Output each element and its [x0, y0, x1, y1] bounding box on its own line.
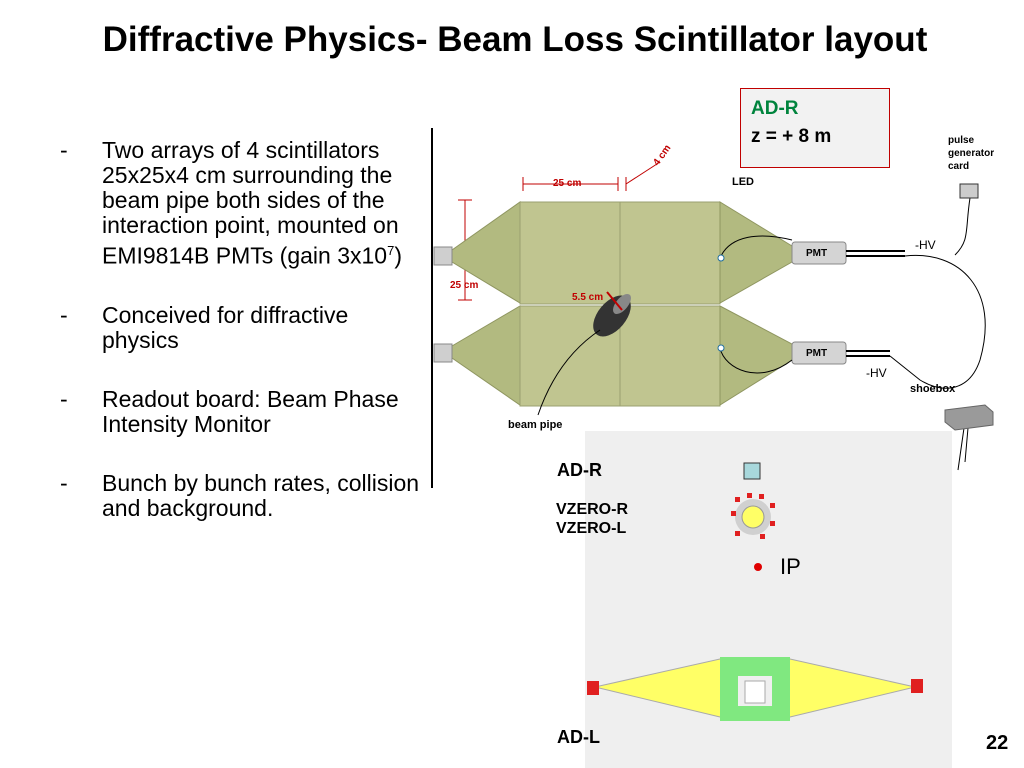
pulse-generator-card	[959, 183, 979, 199]
vzero-r-label: VZERO-R	[556, 501, 628, 518]
pmt-left-bottom	[433, 343, 453, 363]
ip-label: IP	[780, 554, 801, 579]
bullet-item: - Readout board: Beam Phase Intensity Mo…	[60, 385, 420, 437]
bullet-dash: -	[60, 385, 68, 412]
ad-r-position: z = + 8 m	[751, 126, 832, 147]
shoebox-cable	[957, 427, 969, 471]
pmt-bottom-right	[791, 341, 847, 365]
divider-line	[431, 128, 433, 488]
led-connector	[717, 344, 725, 352]
pmt-label: PMT	[806, 348, 828, 359]
slide-title: Diffractive Physics- Beam Loss Scintilla…	[102, 20, 928, 59]
bullet-item: - Bunch by bunch rates, collision and ba…	[60, 469, 420, 521]
bullet-item: - Two arrays of 4 scintillators 25x25x4 …	[60, 138, 420, 269]
dimension-label: 25 cm	[450, 280, 479, 291]
ad-r-label: AD-R	[557, 460, 602, 480]
bullet-dash: -	[60, 137, 68, 163]
detector-overview-panel	[585, 431, 952, 768]
light-guide-bottom-left	[451, 305, 521, 406]
pmt-top-right	[791, 241, 847, 265]
ad-l-pmt-left	[587, 681, 599, 695]
ad-r-marker	[743, 462, 761, 480]
bullet-text: Two arrays of 4 scintillators 25x25x4 cm…	[102, 137, 399, 269]
led-fiber	[719, 347, 793, 374]
dimension-label: 5.5 cm	[572, 292, 604, 303]
vzero-core	[741, 505, 765, 529]
hv-label: -HV	[866, 366, 887, 380]
dimension-line	[625, 161, 661, 185]
bullet-item: - Conceived for diffractive physics	[60, 301, 420, 353]
ad-r-title: AD-R	[751, 98, 799, 119]
light-guide-bottom-right	[719, 305, 793, 406]
led-fiber	[719, 235, 793, 259]
pmt-label: PMT	[806, 248, 828, 259]
ad-l-label: AD-L	[557, 727, 600, 747]
pmt-left-top	[433, 246, 453, 266]
shoebox-label: shoebox	[910, 383, 956, 395]
bullet-dash: -	[60, 469, 68, 496]
dimension-label: 25 cm	[553, 178, 582, 189]
led-label: LED	[732, 176, 754, 188]
beam-pipe-pointer	[537, 329, 601, 416]
pulse-cable	[954, 197, 971, 256]
dimension-line	[606, 291, 623, 311]
led-connector	[717, 254, 725, 262]
beam-pipe-end	[613, 294, 631, 314]
ip-dot	[754, 563, 762, 571]
shoebox-icon	[944, 404, 994, 431]
vzero-l-label: VZERO-L	[556, 520, 627, 537]
ad-l-beam-pipe	[744, 680, 766, 704]
ad-r-box: AD-R z = + 8 m	[740, 88, 890, 168]
vzero-segments	[731, 493, 775, 539]
bullet-dash: -	[60, 301, 68, 328]
bullet-list: - Two arrays of 4 scintillators 25x25x4 …	[60, 138, 420, 555]
beam-pipe-label: beam pipe	[508, 419, 563, 431]
overview-drawing	[587, 462, 923, 721]
pulse-generator-label: pulse generator card	[948, 135, 995, 172]
light-guide-top-right	[719, 201, 793, 304]
bullet-superscript: 7	[387, 243, 395, 258]
bullet-text: Conceived for diffractive physics	[102, 301, 349, 353]
bullet-text: Readout board: Beam Phase Intensity Moni…	[102, 385, 399, 437]
page-number: 22	[986, 732, 1009, 754]
bullet-text: Bunch by bunch rates, collision and back…	[102, 469, 420, 521]
hv-cable-loop	[889, 254, 986, 389]
ad-l-pmt-right	[911, 679, 923, 693]
bullet-text-end: )	[394, 242, 402, 269]
hv-label: -HV	[915, 238, 936, 252]
